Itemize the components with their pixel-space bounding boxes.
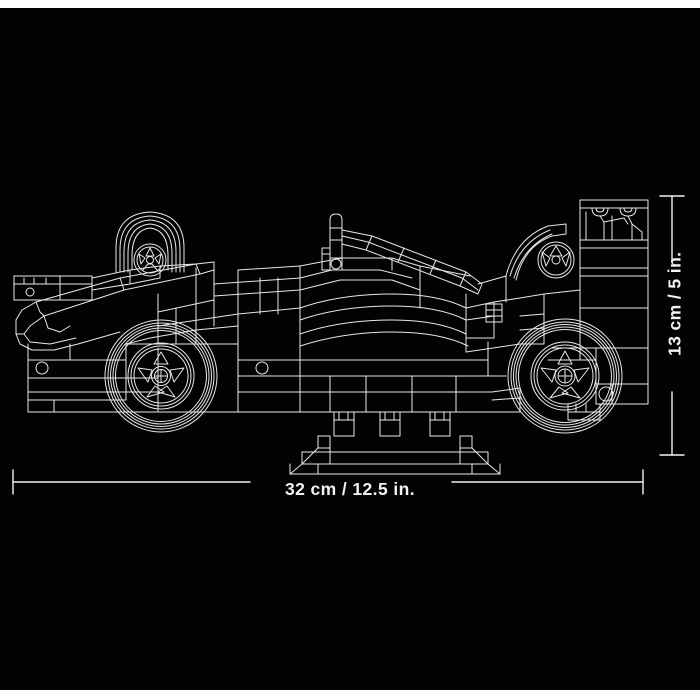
dimension-height-label: 13 cm / 5 in.	[664, 251, 685, 356]
drawing-canvas: 32 cm / 12.5 in. 13 cm / 5 in.	[0, 8, 700, 690]
front-wing-group	[13, 261, 215, 413]
dimension-lines	[12, 195, 685, 495]
rear-wheel	[505, 223, 623, 434]
dimension-width-label: 32 cm / 12.5 in.	[285, 479, 415, 499]
f1-car-line-drawing	[0, 8, 700, 690]
front-wheel-spokes	[137, 351, 185, 398]
display-stand	[289, 411, 501, 475]
nose-cone-group	[125, 261, 331, 413]
rear-wheel-spokes	[540, 350, 590, 399]
engine-cover-group	[299, 275, 521, 413]
cockpit-halo-group	[299, 213, 483, 295]
front-wheel	[104, 211, 218, 433]
f1-car-svg	[12, 195, 685, 495]
rear-wing-group	[519, 199, 649, 421]
